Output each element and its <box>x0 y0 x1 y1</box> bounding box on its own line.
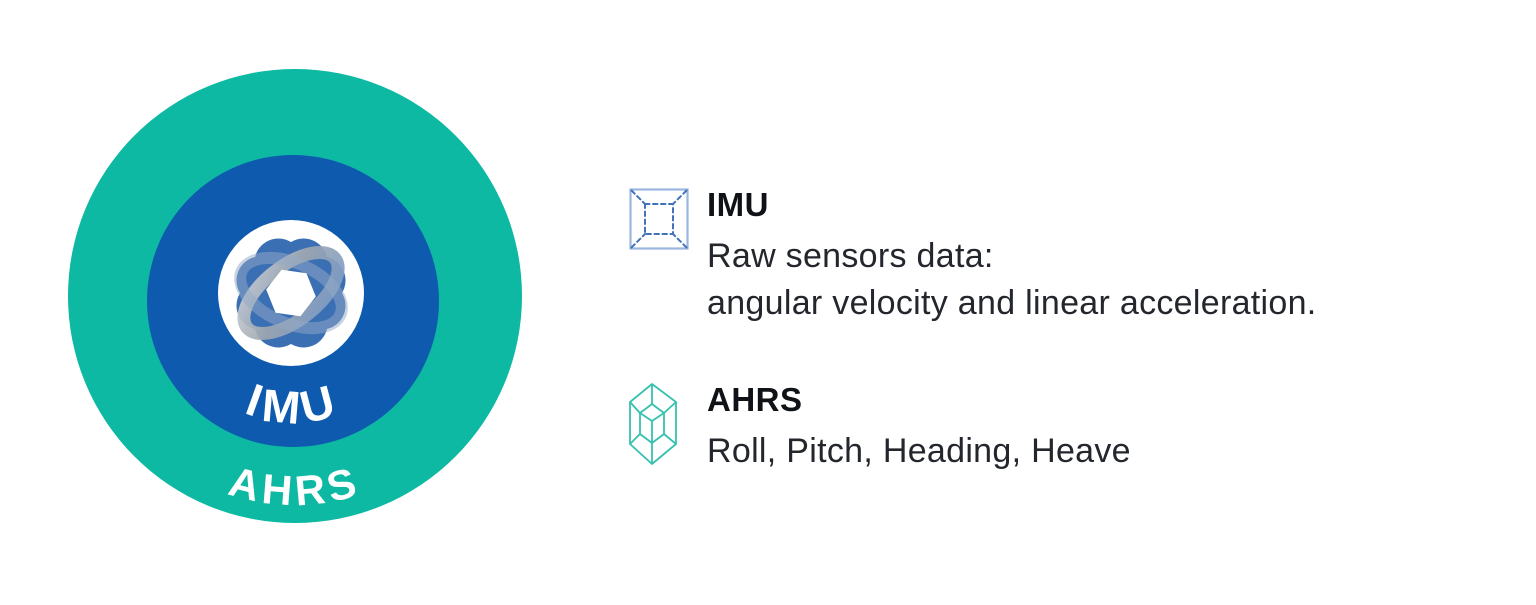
wireframe-cube-icon <box>629 380 689 470</box>
imu-curved-label: IMU <box>240 373 346 434</box>
logo-hexagon <box>266 269 316 317</box>
legend-desc-ahrs: Roll, Pitch, Heading, Heave <box>707 428 1131 475</box>
legend-text-imu: IMU Raw sensors data: angular velocity a… <box>707 185 1317 327</box>
wireframe-box-icon <box>629 185 689 255</box>
legend-desc-line: Raw sensors data: <box>707 237 994 275</box>
legend-item-imu: IMU Raw sensors data: angular velocity a… <box>629 185 1317 327</box>
legend-desc-line: angular velocity and linear acceleration… <box>707 284 1317 322</box>
legend-title-imu: IMU <box>707 186 769 223</box>
logo-ribbon-ring-secondary <box>234 251 348 335</box>
gyroscope-logo-icon <box>234 238 348 348</box>
legend-text-ahrs: AHRS Roll, Pitch, Heading, Heave <box>707 380 1131 475</box>
logo-ribbon-ring <box>237 245 345 341</box>
concentric-diagram: IMU AHRS <box>68 69 522 523</box>
legend-title-ahrs: AHRS <box>707 381 803 418</box>
legend-item-ahrs: AHRS Roll, Pitch, Heading, Heave <box>629 380 1131 475</box>
legend-desc-imu: Raw sensors data: angular velocity and l… <box>707 233 1317 327</box>
legend-desc-line: Roll, Pitch, Heading, Heave <box>707 432 1131 470</box>
